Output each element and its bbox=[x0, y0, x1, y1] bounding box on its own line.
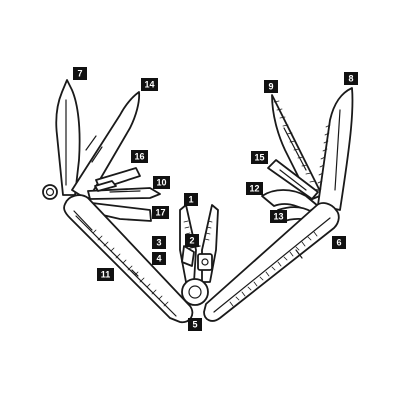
callout-2: 2 bbox=[185, 234, 199, 247]
svg-text:12: 12 bbox=[249, 184, 259, 194]
callout-12: 12 bbox=[246, 182, 263, 195]
callout-15: 15 bbox=[251, 151, 268, 164]
callout-14: 14 bbox=[141, 78, 158, 91]
svg-text:4: 4 bbox=[156, 254, 161, 264]
callout-10: 10 bbox=[153, 176, 170, 189]
callout-8: 8 bbox=[344, 72, 358, 85]
callout-9: 9 bbox=[264, 80, 278, 93]
callout-17: 17 bbox=[152, 206, 169, 219]
svg-text:8: 8 bbox=[348, 74, 353, 84]
left-ruler-ticks bbox=[92, 229, 169, 307]
callout-6: 6 bbox=[332, 236, 346, 249]
svg-text:13: 13 bbox=[273, 212, 283, 222]
svg-text:17: 17 bbox=[155, 208, 165, 218]
callout-3: 3 bbox=[152, 236, 166, 249]
callout-4: 4 bbox=[152, 252, 166, 265]
svg-text:10: 10 bbox=[156, 178, 166, 188]
right-handle bbox=[203, 202, 340, 322]
knife-blade bbox=[55, 79, 81, 196]
svg-text:11: 11 bbox=[101, 270, 111, 280]
svg-text:15: 15 bbox=[254, 153, 264, 163]
svg-text:3: 3 bbox=[156, 238, 161, 248]
svg-text:5: 5 bbox=[192, 320, 197, 330]
serrated-knife bbox=[317, 87, 354, 211]
svg-text:9: 9 bbox=[268, 82, 273, 92]
wire-cutter bbox=[181, 245, 195, 267]
callout-16: 16 bbox=[131, 150, 148, 163]
file-blade bbox=[71, 91, 141, 201]
callout-5: 5 bbox=[188, 318, 202, 331]
callout-11: 11 bbox=[97, 268, 114, 281]
svg-text:6: 6 bbox=[336, 238, 341, 248]
callout-1: 1 bbox=[184, 193, 198, 206]
svg-text:16: 16 bbox=[134, 152, 144, 162]
svg-text:2: 2 bbox=[189, 236, 194, 246]
svg-text:1: 1 bbox=[188, 195, 193, 205]
svg-text:7: 7 bbox=[77, 69, 82, 79]
callout-7: 7 bbox=[73, 67, 87, 80]
right-ruler-ticks bbox=[229, 231, 318, 307]
bit-driver bbox=[87, 187, 161, 200]
callout-13: 13 bbox=[270, 210, 287, 223]
svg-text:14: 14 bbox=[144, 80, 154, 90]
